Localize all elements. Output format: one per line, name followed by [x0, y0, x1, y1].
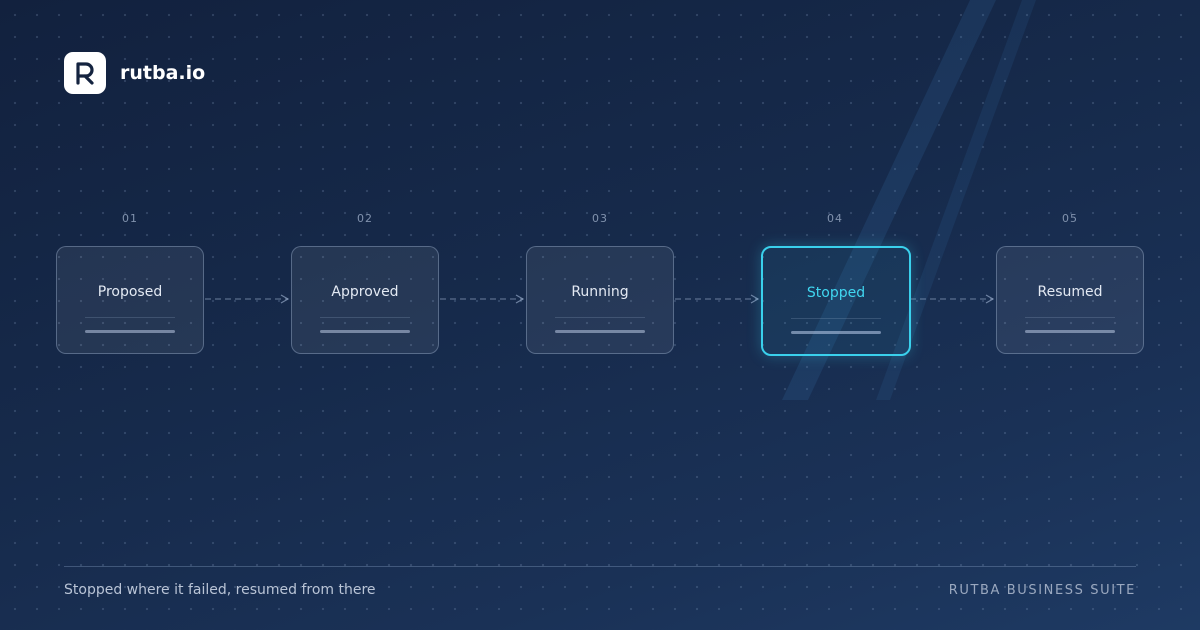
card-divider — [320, 317, 410, 318]
step-label: Resumed — [1037, 284, 1103, 300]
card-bar — [1025, 330, 1115, 333]
footer-suite-name: RUTBA BUSINESS SUITE — [948, 583, 1136, 598]
step-number: 01 — [122, 212, 138, 225]
r-logo-icon — [64, 52, 106, 94]
card-divider — [85, 317, 175, 318]
card-divider — [791, 318, 881, 319]
step-label: Stopped — [806, 285, 866, 301]
step-label: Running — [571, 284, 629, 300]
card-bar — [85, 330, 175, 333]
step-number: 02 — [357, 212, 373, 225]
step-number: 05 — [1062, 212, 1078, 225]
step-number: 04 — [827, 212, 843, 225]
step-card-proposed[interactable]: Proposed — [56, 246, 204, 354]
step-card-resumed[interactable]: Resumed — [996, 246, 1144, 354]
brand-name: rutba.io — [120, 62, 206, 84]
step-number: 03 — [592, 212, 608, 225]
step-label: Approved — [331, 284, 399, 300]
card-bar — [320, 330, 410, 333]
step-card-stopped[interactable]: Stopped — [761, 246, 911, 356]
brand[interactable]: rutba.io — [64, 52, 205, 94]
step-card-approved[interactable]: Approved — [291, 246, 439, 354]
footer-divider — [64, 566, 1136, 567]
step-label: Proposed — [97, 284, 163, 300]
card-divider — [1025, 317, 1115, 318]
card-divider — [555, 317, 645, 318]
card-bar — [555, 330, 645, 333]
card-bar — [791, 331, 881, 334]
footer-tagline: Stopped where it failed, resumed from th… — [64, 582, 376, 598]
step-card-running[interactable]: Running — [526, 246, 674, 354]
